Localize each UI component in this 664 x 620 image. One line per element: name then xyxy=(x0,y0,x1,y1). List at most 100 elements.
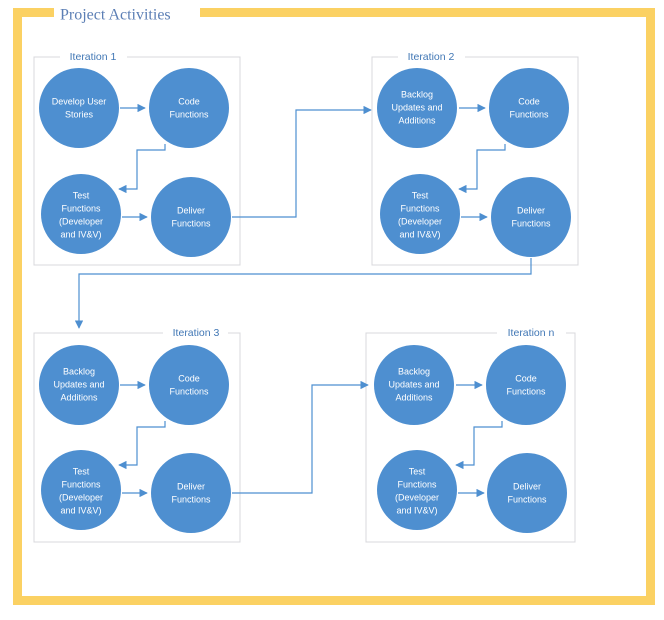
node-test-functions[interactable]: Test Functions (Developer and IV&V) xyxy=(41,174,121,254)
node-label-line-1: Backlog xyxy=(63,366,95,376)
node-label-line-1: Test xyxy=(412,190,429,200)
connector-code-to-test xyxy=(118,144,166,194)
connector-code-to-test xyxy=(458,144,506,194)
group-box-border xyxy=(371,56,579,266)
node-label-line-1: Deliver xyxy=(513,481,541,491)
node-label-line-2: Functions xyxy=(61,479,101,489)
node-label-line-3: (Developer xyxy=(59,216,103,226)
node-label-line-4: and IV&V) xyxy=(396,505,437,515)
node-label-line-4: and IV&V) xyxy=(60,229,101,239)
node-label-line-1: Code xyxy=(518,96,540,106)
frame-bar-top-left xyxy=(13,8,54,17)
node-label-line-2: Stories xyxy=(65,109,94,119)
outer-frame xyxy=(13,8,655,605)
group-label-iteration-3: Iteration 3 xyxy=(173,327,220,339)
group-iteration-2: Iteration 2 Backlog Updates and Addition… xyxy=(371,51,579,266)
node-circle[interactable] xyxy=(151,177,231,257)
node-label-line-2: Functions xyxy=(171,218,211,228)
node-label-line-1: Deliver xyxy=(177,481,205,491)
group-box-border xyxy=(33,56,241,266)
node-circle[interactable] xyxy=(486,345,566,425)
node-label-line-2: Functions xyxy=(61,203,101,213)
node-label-line-3: (Developer xyxy=(398,216,442,226)
node-circle[interactable] xyxy=(487,453,567,533)
node-code-functions[interactable]: Code Functions xyxy=(149,345,229,425)
node-label-line-2: Functions xyxy=(506,386,546,396)
connector-code-to-test xyxy=(455,421,503,470)
node-label-line-2: Functions xyxy=(171,494,211,504)
node-code-functions[interactable]: Code Functions xyxy=(486,345,566,425)
group-box-border xyxy=(365,332,576,543)
node-circle[interactable] xyxy=(380,174,460,254)
node-label-line-2: Functions xyxy=(397,479,437,489)
group-iteration-1: Iteration 1 Develop User Stories Code Fu… xyxy=(33,51,241,266)
node-label-line-2: Functions xyxy=(511,218,551,228)
node-label-line-3: (Developer xyxy=(59,492,103,502)
frame-bar-right xyxy=(646,8,655,605)
node-label-line-2: Updates and xyxy=(391,102,442,112)
node-label-line-1: Develop User xyxy=(52,96,107,106)
node-circle[interactable] xyxy=(374,345,454,425)
connector-code-to-test xyxy=(118,421,166,470)
node-backlog-updates[interactable]: Backlog Updates and Additions xyxy=(374,345,454,425)
group-iteration-n: Iteration n Backlog Updates and Addition… xyxy=(365,327,576,543)
node-label-line-2: Functions xyxy=(400,203,440,213)
node-test-functions[interactable]: Test Functions (Developer and IV&V) xyxy=(41,450,121,530)
node-label-line-1: Code xyxy=(515,373,537,383)
node-circle[interactable] xyxy=(39,68,119,148)
node-label-line-4: and IV&V) xyxy=(60,505,101,515)
node-label-line-1: Code xyxy=(178,96,200,106)
node-label-line-2: Functions xyxy=(169,386,209,396)
node-circle[interactable] xyxy=(41,450,121,530)
node-label-line-2: Functions xyxy=(509,109,549,119)
node-label-line-3: (Developer xyxy=(395,492,439,502)
node-code-functions[interactable]: Code Functions xyxy=(489,68,569,148)
node-test-functions[interactable]: Test Functions (Developer and IV&V) xyxy=(377,450,457,530)
node-label-line-1: Backlog xyxy=(398,366,430,376)
node-label-line-1: Backlog xyxy=(401,89,433,99)
node-deliver-functions[interactable]: Deliver Functions xyxy=(151,177,231,257)
node-deliver-functions[interactable]: Deliver Functions xyxy=(491,177,571,257)
node-label-line-2: Updates and xyxy=(53,379,104,389)
group-label-iteration-1: Iteration 1 xyxy=(70,51,117,63)
frame-bar-left xyxy=(13,8,22,605)
node-label-line-1: Code xyxy=(178,373,200,383)
node-test-functions[interactable]: Test Functions (Developer and IV&V) xyxy=(380,174,460,254)
node-label-line-4: and IV&V) xyxy=(399,229,440,239)
page-title: Project Activities xyxy=(60,7,171,24)
node-develop-user-stories[interactable]: Develop User Stories xyxy=(39,68,119,148)
group-label-iteration-2: Iteration 2 xyxy=(408,51,455,63)
frame-bar-bottom xyxy=(13,596,655,605)
node-circle[interactable] xyxy=(149,68,229,148)
group-box-border xyxy=(33,332,241,543)
node-label-line-2: Updates and xyxy=(388,379,439,389)
node-circle[interactable] xyxy=(377,450,457,530)
connector-iteration3-to-iteration-n xyxy=(232,380,369,494)
node-circle[interactable] xyxy=(491,177,571,257)
node-label-line-2: Functions xyxy=(169,109,209,119)
node-circle[interactable] xyxy=(151,453,231,533)
node-circle[interactable] xyxy=(41,174,121,254)
node-deliver-functions[interactable]: Deliver Functions xyxy=(487,453,567,533)
node-label-line-3: Additions xyxy=(60,392,98,402)
node-label-line-1: Deliver xyxy=(177,205,205,215)
node-label-line-3: Additions xyxy=(398,115,436,125)
connector-iteration2-to-iteration3 xyxy=(74,258,532,329)
node-label-line-3: Additions xyxy=(395,392,433,402)
node-deliver-functions[interactable]: Deliver Functions xyxy=(151,453,231,533)
node-circle[interactable] xyxy=(149,345,229,425)
node-backlog-updates[interactable]: Backlog Updates and Additions xyxy=(39,345,119,425)
node-circle[interactable] xyxy=(39,345,119,425)
node-backlog-updates[interactable]: Backlog Updates and Additions xyxy=(377,68,457,148)
group-label-iteration-n: Iteration n xyxy=(508,327,555,339)
node-circle[interactable] xyxy=(377,68,457,148)
node-label-line-1: Deliver xyxy=(517,205,545,215)
node-code-functions[interactable]: Code Functions xyxy=(149,68,229,148)
group-iteration-3: Iteration 3 Backlog Updates and Addition… xyxy=(33,327,241,543)
connector-iteration1-to-iteration2 xyxy=(232,105,372,218)
frame-bar-top-right xyxy=(200,8,655,17)
node-label-line-1: Test xyxy=(73,466,90,476)
node-circle[interactable] xyxy=(489,68,569,148)
node-label-line-1: Test xyxy=(409,466,426,476)
